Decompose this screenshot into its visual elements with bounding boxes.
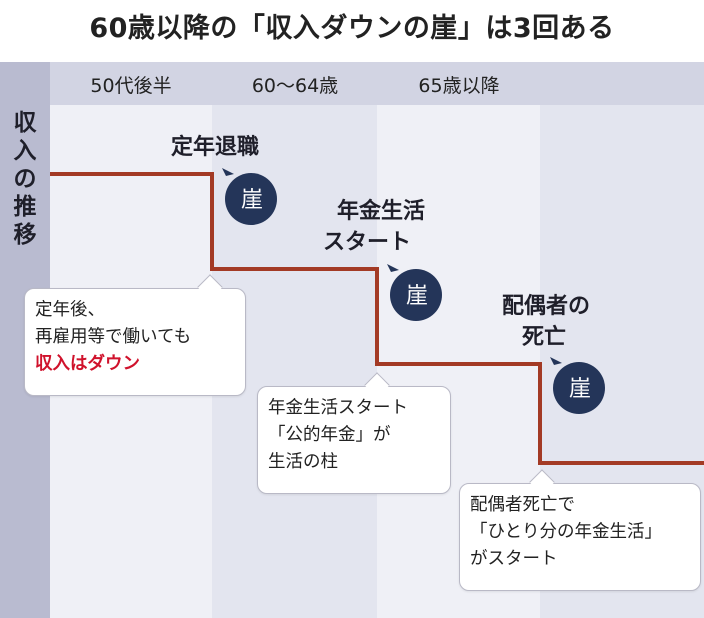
- cliff-badge-1: 崖: [222, 168, 277, 225]
- callout-spouse-line2: 「ひとり分の年金生活」: [470, 522, 662, 542]
- callout-spouse: 配偶者死亡で 「ひとり分の年金生活」 がスタート: [459, 469, 701, 591]
- callout-pension: 年金生活スタート 「公的年金」が 生活の柱: [257, 372, 451, 494]
- period-label-60-64: 60〜64歳: [252, 75, 338, 97]
- svg-text:の: の: [14, 166, 37, 192]
- svg-text:推: 推: [14, 194, 37, 220]
- callout-spouse-line1: 配偶者死亡で: [470, 495, 575, 515]
- event-label-pension-line2: スタート: [323, 230, 411, 255]
- y-axis-label: 収 入 の 推 移: [14, 110, 38, 248]
- event-label-spouse-line2: 死亡: [522, 324, 566, 350]
- diagram-title: 60歳以降の「収入ダウンの崖」は3回ある: [89, 13, 615, 44]
- event-label-spouse-line1: 配偶者の: [502, 294, 590, 319]
- svg-text:移: 移: [14, 222, 37, 248]
- callout-retirement: 定年後、 再雇用等で働いても 収入はダウン: [24, 274, 246, 396]
- callout-pension-line2: 「公的年金」が: [268, 425, 391, 445]
- period-label-65plus: 65歳以降: [418, 75, 499, 97]
- callout-pension-line3: 生活の柱: [268, 452, 338, 472]
- income-step-line: [50, 172, 704, 465]
- callout-pension-line1: 年金生活スタート: [268, 398, 408, 418]
- svg-text:崖: 崖: [569, 377, 591, 402]
- svg-text:崖: 崖: [406, 284, 428, 309]
- period-label-50s: 50代後半: [90, 75, 171, 97]
- callout-spouse-line3: がスタート: [470, 549, 558, 569]
- period-header-band: [0, 62, 704, 105]
- cliff-badge-3: 崖: [550, 357, 605, 414]
- event-label-retirement: 定年退職: [171, 134, 259, 160]
- svg-text:入: 入: [14, 138, 37, 164]
- svg-text:収: 収: [14, 110, 38, 136]
- cliff-badge-2: 崖: [387, 264, 442, 321]
- callout-retirement-line1: 定年後、: [35, 300, 105, 320]
- svg-text:崖: 崖: [241, 188, 263, 213]
- event-label-pension-line1: 年金生活: [337, 198, 425, 224]
- callout-retirement-line2: 再雇用等で働いても: [35, 327, 192, 347]
- callout-retirement-line3: 収入はダウン: [35, 354, 140, 374]
